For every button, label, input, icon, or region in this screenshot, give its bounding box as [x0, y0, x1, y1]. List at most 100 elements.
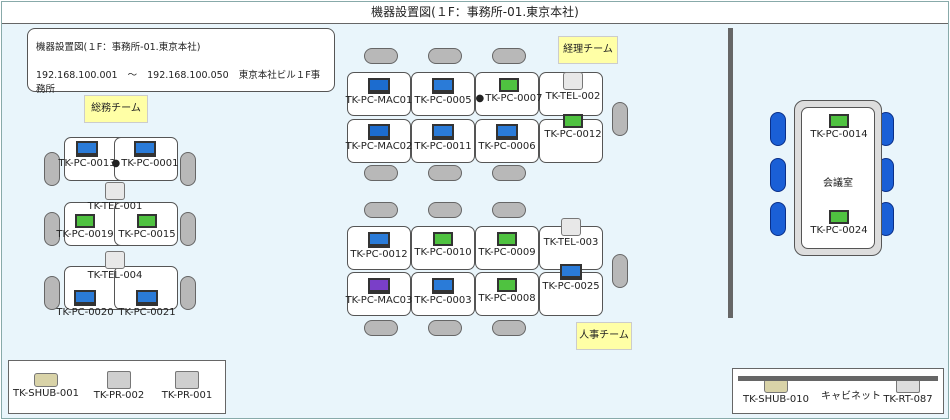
chair [44, 152, 60, 186]
laptop-icon [563, 114, 583, 128]
apple-monitor-icon [368, 124, 390, 140]
monitor-icon [136, 290, 158, 306]
hub-icon [764, 379, 788, 393]
chair [770, 202, 786, 236]
laptop-icon [829, 114, 849, 128]
device-pc[interactable]: TK-PC-0003 [408, 278, 478, 306]
chair [364, 165, 398, 181]
device-pc[interactable]: TK-PC-0009 [472, 232, 542, 258]
diagram-title: 機器設置図(１F：事務所-01.東京本社) [2, 2, 948, 24]
device-phone[interactable]: TK-TEL-004 [80, 251, 150, 281]
device-pc[interactable]: TK-PC-0013 [52, 141, 122, 169]
monitor-icon [76, 141, 98, 157]
chair [180, 212, 196, 246]
info-title: 機器設置図(１F：事務所-01.東京本社) [36, 42, 201, 53]
chair [364, 202, 398, 218]
monitor-icon [432, 278, 454, 294]
partition-wall [728, 28, 733, 318]
chair [492, 320, 526, 336]
ip-separator: ～ [127, 70, 138, 81]
device-pc[interactable]: TK-PC-0010 [408, 232, 478, 258]
ip-start: 192.168.100.001 [36, 70, 118, 81]
device-printer[interactable]: TK-PR-002 [87, 371, 151, 401]
info-box: 機器設置図(１F：事務所-01.東京本社) 192.168.100.001～19… [27, 28, 335, 95]
device-pc[interactable]: TK-PC-0014 [804, 114, 874, 140]
team-label-jinji: 人事チーム [576, 322, 632, 350]
device-pc[interactable]: TK-PC-MAC02 [344, 124, 414, 152]
device-pc[interactable]: TK-PC-0020 [50, 290, 120, 318]
laptop-icon [433, 232, 453, 246]
conference-room-label: 会議室 [823, 178, 853, 189]
location: 東京本社ビル１F事務所 [36, 70, 321, 95]
router-icon [896, 379, 920, 393]
chair [44, 212, 60, 246]
hub-icon [34, 373, 58, 387]
chair [492, 165, 526, 181]
monitor-icon [432, 78, 454, 94]
device-pc[interactable]: TK-PC-MAC03 [344, 278, 414, 306]
monitor-icon [560, 264, 582, 280]
laptop-icon [75, 214, 95, 228]
device-pc[interactable]: TK-PC-0025 [536, 264, 606, 292]
chair [364, 48, 398, 64]
device-phone[interactable]: TK-TEL-003 [536, 218, 606, 248]
chair [180, 276, 196, 310]
device-phone[interactable]: TK-TEL-002 [538, 72, 608, 102]
device-pc[interactable]: TK-PC-0021 [112, 290, 182, 318]
monitor-icon [496, 124, 518, 140]
team-label-keiri: 経理チーム [558, 36, 618, 64]
cabinet-label: キャビネット [821, 391, 881, 402]
device-hub[interactable]: TK-SHUB-010 [741, 379, 811, 405]
chair [180, 152, 196, 186]
chair [44, 276, 60, 310]
monitor-icon [432, 124, 454, 140]
phone-icon [561, 218, 581, 236]
chair [612, 102, 628, 136]
cabinet-box: TK-SHUB-010 キャビネット TK-RT-087 [732, 368, 944, 414]
chair [492, 202, 526, 218]
device-pc[interactable]: TK-PC-0012 [344, 232, 414, 260]
device-pc[interactable]: TK-PC-0015 [112, 214, 182, 240]
ip-end: 192.168.100.050 [147, 70, 229, 81]
device-pc[interactable]: TK-PC-0006 [472, 124, 542, 152]
chair [364, 320, 398, 336]
device-pc[interactable]: TK-PC-0011 [408, 124, 478, 152]
chair [492, 48, 526, 64]
monitor-icon [134, 141, 156, 157]
chair [770, 112, 786, 146]
cabinet-shelf [738, 376, 938, 381]
chair [770, 158, 786, 192]
desk [539, 72, 603, 116]
device-pc[interactable]: TK-PC-0024 [804, 210, 874, 236]
shared-equipment-box: TK-SHUB-001 TK-PR-002 TK-PR-001 [8, 360, 226, 414]
apple-monitor-icon [368, 278, 390, 294]
device-hub[interactable]: TK-SHUB-001 [11, 373, 81, 399]
phone-icon [563, 72, 583, 90]
laptop-icon [497, 278, 517, 292]
printer-icon [175, 371, 199, 389]
chair [428, 320, 462, 336]
device-pc[interactable]: TK-PC-0007 [474, 78, 544, 104]
device-pc[interactable]: TK-PC-0001 [110, 141, 180, 169]
desk [114, 137, 178, 181]
device-pc[interactable]: TK-PC-0012 [538, 114, 608, 140]
laptop-icon [499, 78, 519, 92]
device-router[interactable]: TK-RT-087 [873, 379, 943, 405]
monitor-icon [74, 290, 96, 306]
device-pc[interactable]: TK-PC-MAC01 [344, 78, 414, 106]
chair [428, 202, 462, 218]
device-pc[interactable]: TK-PC-0019 [50, 214, 120, 240]
device-pc[interactable]: TK-PC-0005 [408, 78, 478, 106]
device-pc[interactable]: TK-PC-0008 [472, 278, 542, 304]
phone-icon [105, 251, 125, 269]
device-phone[interactable]: TK-TEL-001 [80, 182, 150, 212]
conference-table: TK-PC-0014 会議室 TK-PC-0024 [794, 100, 882, 256]
device-printer[interactable]: TK-PR-001 [155, 371, 219, 401]
apple-monitor-icon [368, 78, 390, 94]
chair [428, 165, 462, 181]
laptop-icon [137, 214, 157, 228]
chair [428, 48, 462, 64]
chair [612, 254, 628, 288]
